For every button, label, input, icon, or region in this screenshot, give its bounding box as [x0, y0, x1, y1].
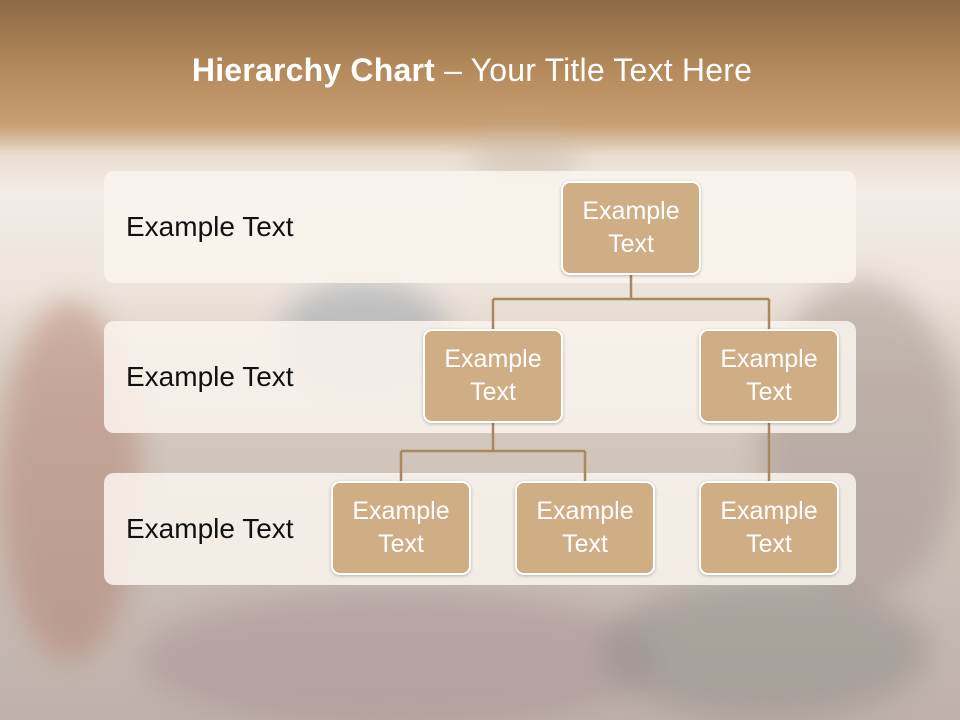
level-label-3: Example Text — [126, 513, 294, 544]
node-level3-middle[interactable]: Example Text — [515, 481, 655, 575]
bg-crowd-bottom — [140, 590, 660, 720]
node-level3-left[interactable]: Example Text — [331, 481, 471, 575]
node-level3-right[interactable]: Example Text — [699, 481, 839, 575]
level-band-1 — [104, 171, 856, 283]
bg-figure-bottom-right — [600, 580, 930, 720]
node-level2-left[interactable]: Example Text — [423, 329, 563, 423]
level-label-2: Example Text — [126, 361, 294, 392]
slide-title-rest: – Your Title Text Here — [435, 52, 753, 88]
node-level2-right[interactable]: Example Text — [699, 329, 839, 423]
level-label-1: Example Text — [126, 211, 294, 242]
slide-title-bold: Hierarchy Chart — [191, 52, 435, 88]
node-root[interactable]: Example Text — [561, 181, 701, 275]
slide-title: Hierarchy Chart – Your Title Text Here — [0, 52, 944, 89]
